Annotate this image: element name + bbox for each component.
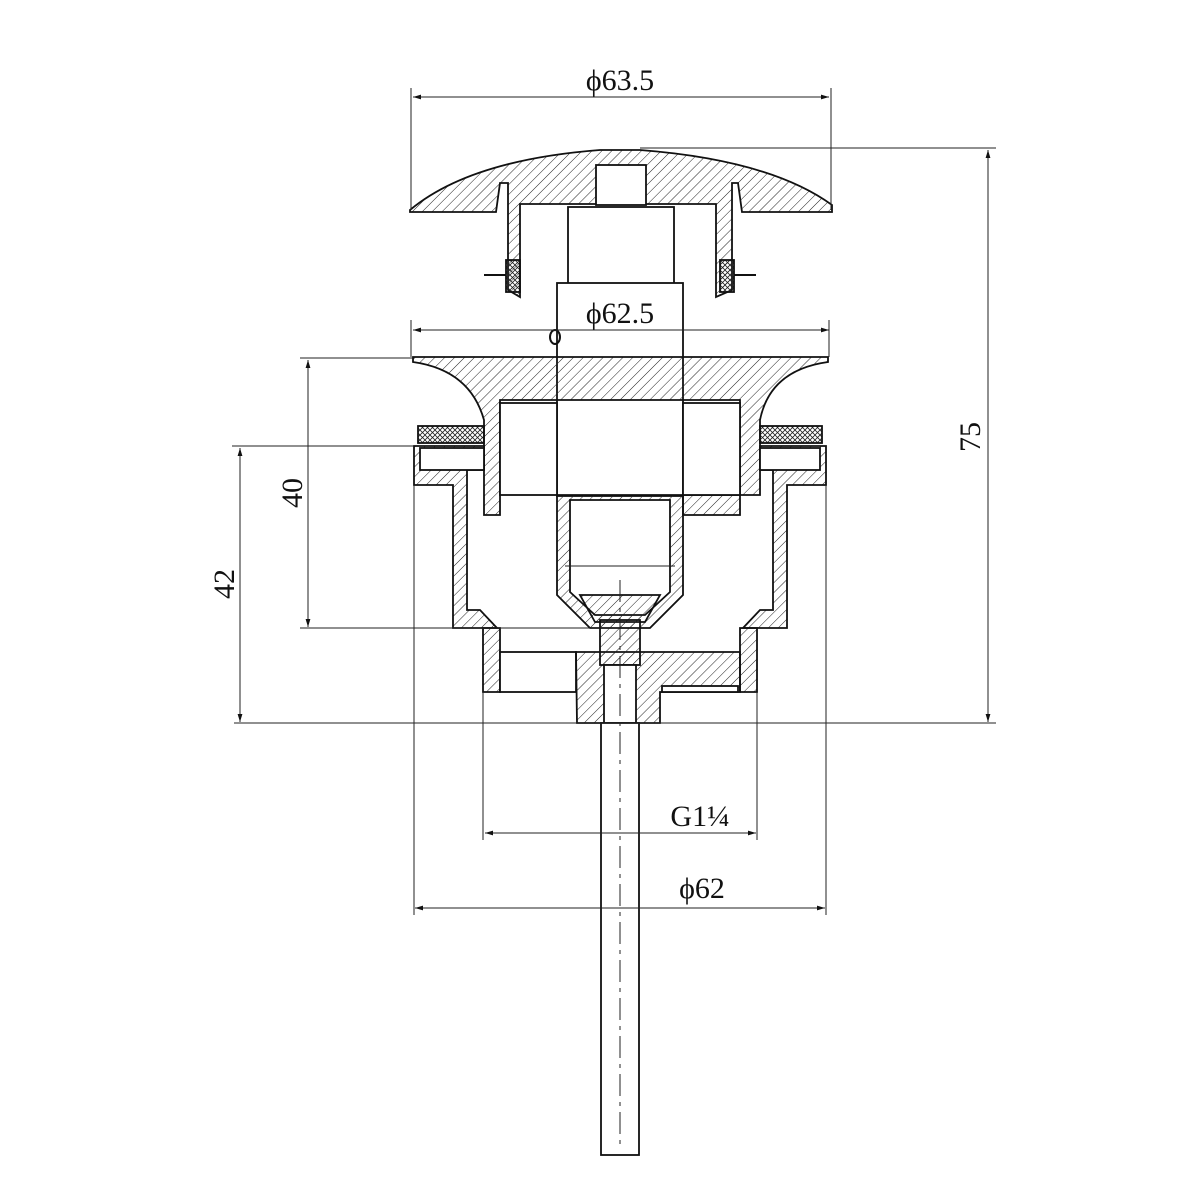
extension-lines bbox=[232, 88, 996, 915]
tailpiece bbox=[482, 619, 758, 724]
gasket-left bbox=[417, 425, 485, 444]
dim-flange-to-seat: 40 bbox=[276, 478, 309, 508]
cap-seal-right bbox=[719, 259, 735, 293]
dim-body-height: 42 bbox=[208, 569, 241, 599]
dim-flange-diameter: ϕ62.5 bbox=[586, 297, 654, 330]
dim-thread: G1¼ bbox=[670, 800, 729, 833]
dim-cap-diameter: ϕ63.5 bbox=[586, 64, 654, 97]
dimension-lines bbox=[237, 94, 991, 911]
dim-total-height: 75 bbox=[954, 422, 987, 452]
cap bbox=[409, 149, 833, 299]
flange bbox=[412, 356, 829, 516]
dim-body-diameter: ϕ62 bbox=[679, 872, 725, 905]
body bbox=[413, 445, 827, 629]
gasket-right bbox=[759, 425, 823, 444]
cap-seal-left bbox=[505, 259, 521, 293]
